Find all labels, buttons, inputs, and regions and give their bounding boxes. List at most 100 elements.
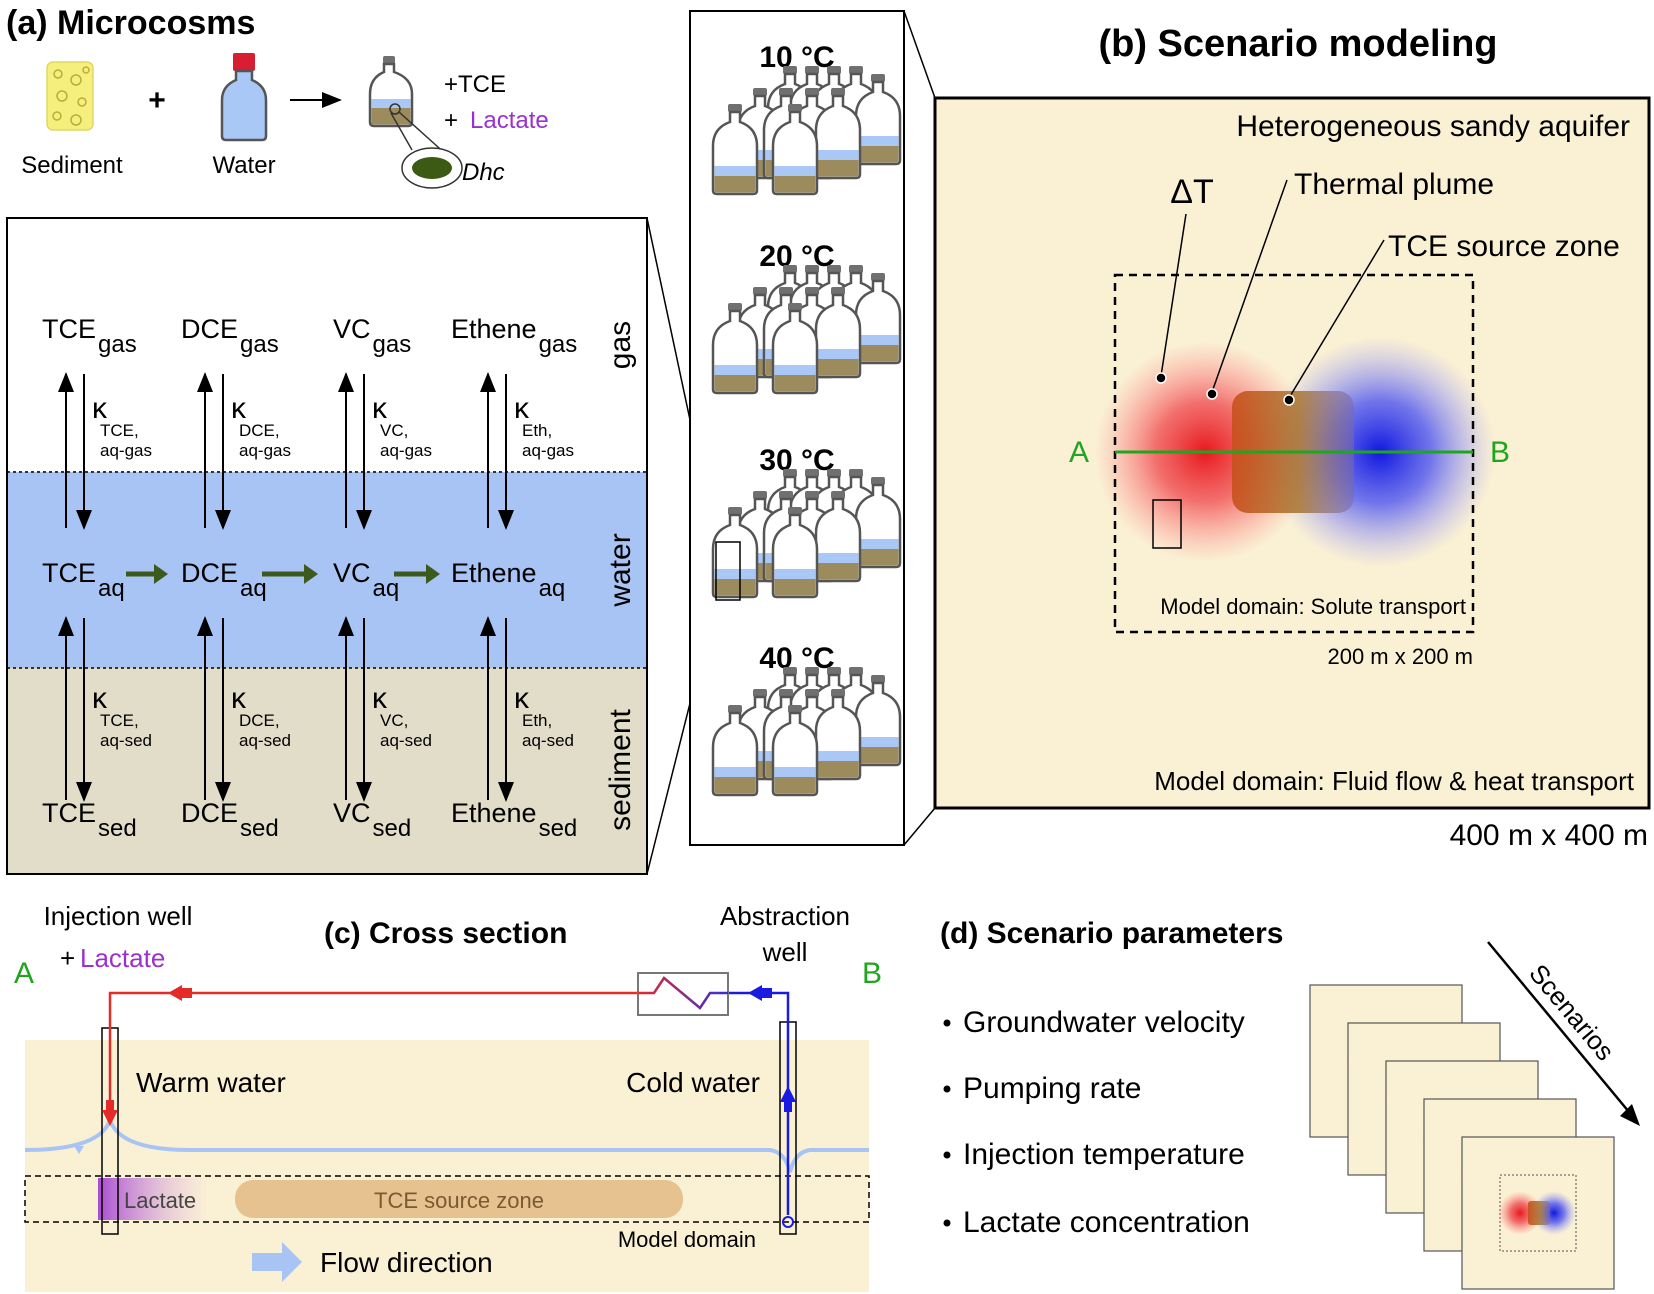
scenarios-arrow: [1487, 941, 1635, 1119]
species-vc-aq: VC: [333, 558, 371, 588]
parameter-item: Injection temperature: [963, 1138, 1245, 1171]
cold-water-label: Cold water: [626, 1067, 760, 1098]
domain-zoom-box: [1152, 499, 1182, 549]
point-a-label: A: [1069, 436, 1089, 469]
kappa-sed-species: TCE,: [100, 711, 139, 730]
kappa-symbol: κ: [231, 392, 247, 425]
zoom-line-b-top: [903, 10, 936, 99]
kappa-gas-phase: aq-gas: [522, 441, 574, 460]
thermal-plume-label: Thermal plume: [1294, 168, 1494, 201]
phase-water-label: water: [604, 533, 637, 607]
subscript-sed: sed: [98, 815, 137, 842]
flow-direction-label: Flow direction: [320, 1247, 493, 1278]
add-lactate-label: Lactate: [470, 107, 549, 134]
water-bottle-icon: [220, 53, 268, 142]
abstraction-arrow-tail: [784, 1102, 792, 1112]
warm-flow-arrow: [168, 985, 182, 1001]
kappa-sed-species: DCE,: [239, 711, 280, 730]
flow-direction-arrow: [252, 1242, 302, 1282]
kappa-gas-species: VC,: [380, 421, 408, 440]
water-table: [24, 1113, 869, 1173]
warm-pipe: [108, 991, 638, 1110]
sediment-label: Sediment: [21, 152, 123, 179]
subscript-sed: sed: [539, 815, 578, 842]
thermal-plume-dot: [1206, 388, 1218, 400]
degradation-arrowhead: [426, 564, 440, 584]
add-lactate-plus: +: [444, 107, 458, 134]
kappa-sed-phase: aq-sed: [380, 731, 432, 750]
delta-t-leader: [1160, 213, 1187, 377]
phase-gas-label: gas: [604, 321, 637, 369]
heat-exchanger-icon: [637, 972, 729, 1016]
temperature-series: 10 °C20 °C30 °C40 °C: [689, 10, 905, 846]
kappa-gas-phase: aq-gas: [380, 441, 432, 460]
abstraction-well-label-1: Abstraction: [720, 901, 850, 931]
kappa-symbol: κ: [372, 682, 388, 715]
section-point-b: B: [862, 957, 882, 990]
subscript-aq: aq: [373, 575, 400, 602]
kappa-gas-phase: aq-gas: [239, 441, 291, 460]
species-dce-gas: DCE: [181, 314, 238, 344]
scenario-stack: [1309, 984, 1615, 1290]
inner-domain-label: Model domain: Solute transport: [1160, 594, 1466, 619]
delta-t-dot: [1155, 372, 1167, 384]
kappa-sed-species: Eth,: [522, 711, 552, 730]
thermal-plume-leader: [1211, 179, 1288, 393]
cold-flow-arrow-tail: [762, 988, 772, 998]
kappa-symbol: κ: [514, 682, 530, 715]
abstraction-well-label-2: well: [762, 937, 808, 967]
kappa-symbol: κ: [372, 392, 388, 425]
bullet-icon: [943, 1085, 951, 1093]
kappa-sed-phase: aq-sed: [100, 731, 152, 750]
panel-b: (b) Scenario modeling Heterogeneous sand…: [903, 10, 1651, 852]
aquifer-label: Heterogeneous sandy aquifer: [1236, 110, 1630, 143]
model-domain-label: Model domain: [618, 1227, 756, 1252]
parameter-item: Groundwater velocity: [963, 1006, 1245, 1039]
species-tce-sed: TCE: [42, 798, 96, 828]
panel-a-title: (a) Microcosms: [6, 4, 255, 42]
water-table-marker: [74, 1146, 84, 1154]
degradation-arrowhead: [304, 564, 318, 584]
tce-source-dot: [1283, 394, 1295, 406]
panel-d: (d) Scenario parameters Groundwater velo…: [940, 917, 1640, 1290]
add-tce-label: +TCE: [444, 71, 506, 98]
subscript-gas: gas: [373, 331, 412, 358]
inner-size-label: 200 m x 200 m: [1327, 644, 1473, 669]
degradation-arrowhead: [154, 564, 168, 584]
species-tce-gas: TCE: [42, 314, 96, 344]
subscript-aq: aq: [240, 575, 267, 602]
point-b-label: B: [1490, 436, 1510, 469]
warm-water-label: Warm water: [136, 1067, 286, 1098]
tce-source-leader: [1288, 239, 1385, 399]
tce-zone-label: TCE source zone: [374, 1188, 544, 1213]
panel-a: (a) Microcosms Sediment + Water: [6, 4, 717, 875]
microcosm-bottle-icon: [368, 56, 463, 189]
tce-source-label: TCE source zone: [1388, 230, 1620, 263]
injection-well-label: Injection well: [44, 901, 193, 931]
kappa-symbol: κ: [92, 392, 108, 425]
bottle-zoom-box: [715, 541, 741, 601]
panel-d-title: (d) Scenario parameters: [940, 917, 1283, 950]
lactate-zone-label: Lactate: [124, 1188, 196, 1213]
outer-domain-label: Model domain: Fluid flow & heat transpor…: [1154, 766, 1635, 796]
species-ethene-gas: Ethene: [451, 314, 537, 344]
injection-arrow-tail: [106, 1100, 114, 1110]
scenarios-arrowhead: [1620, 1104, 1640, 1126]
kappa-sed-phase: aq-sed: [522, 731, 574, 750]
delta-t-label: ΔT: [1170, 173, 1213, 211]
subscript-gas: gas: [539, 331, 578, 358]
species-vc-gas: VC: [333, 314, 371, 344]
injection-arrow: [102, 1110, 118, 1126]
bullet-icon: [943, 1151, 951, 1159]
subscript-aq: aq: [98, 575, 125, 602]
section-point-a: A: [14, 957, 34, 990]
injection-lactate: Lactate: [80, 943, 165, 973]
model-domain-section: [24, 1175, 870, 1223]
aquifer-section: [25, 1040, 869, 1292]
scenario-tile: [1461, 1136, 1615, 1290]
kappa-gas-species: Eth,: [522, 421, 552, 440]
plus-sign: +: [148, 84, 166, 117]
panel-b-title: (b) Scenario modeling: [1098, 23, 1497, 65]
scenarios-label: Scenarios: [1523, 958, 1620, 1066]
